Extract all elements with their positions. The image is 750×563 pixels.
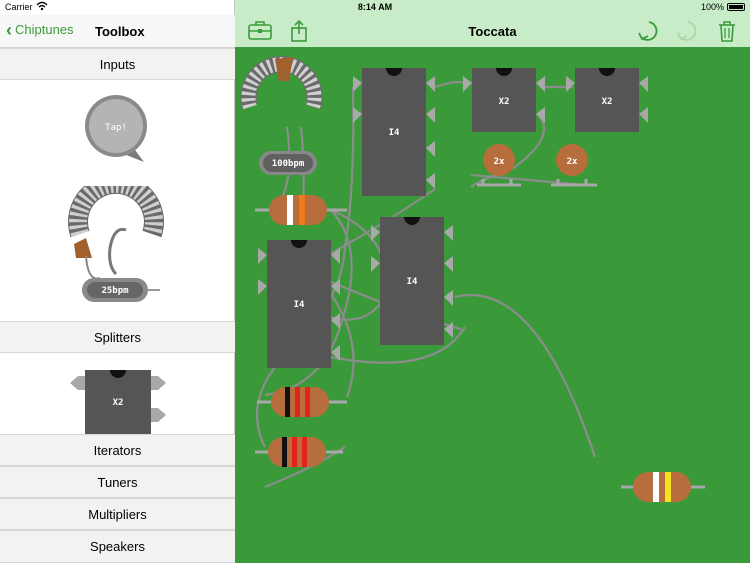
back-label: Chiptunes [15, 22, 74, 37]
chip-5-label: I4 [407, 277, 418, 287]
pot-1-label: 2x [494, 157, 505, 167]
splitter-item[interactable]: X2 [70, 370, 166, 439]
section-iterators[interactable]: Iterators [0, 434, 235, 466]
toolbox-panel: ‹ Chiptunes Toolbox Inputs Tap! 25bpm [0, 0, 235, 563]
chip-4-label: I4 [294, 300, 305, 310]
pot-2[interactable]: 2x [551, 144, 597, 187]
resistor-orange[interactable] [255, 195, 347, 225]
iterator-chip-1[interactable]: I4 [353, 68, 435, 196]
iterator-chip-3[interactable]: I4 [371, 217, 453, 345]
section-splitters[interactable]: Splitters [0, 321, 235, 353]
tempo-label: 25bpm [101, 286, 129, 296]
tempo-input-item[interactable]: 25bpm [66, 173, 166, 313]
resistor-yellow[interactable] [621, 472, 705, 502]
redo-icon[interactable] [676, 19, 702, 43]
editor-panel: Toccata [235, 0, 750, 563]
chevron-left-icon: ‹ [6, 19, 12, 40]
undo-icon[interactable] [637, 19, 663, 43]
pot-2-label: 2x [567, 157, 578, 167]
splitter-chip-2[interactable]: X2 [566, 68, 648, 132]
chip-2-label: X2 [499, 97, 510, 107]
tap-input-item[interactable]: Tap! [84, 94, 154, 169]
iterator-chip-2[interactable]: I4 [258, 240, 340, 368]
carrier-label: Carrier [5, 2, 33, 12]
battery-percent: 100% [700, 2, 724, 12]
status-bar: Carrier 8:14 AM 100% [0, 0, 750, 15]
tempo-coil-icon [68, 173, 164, 238]
tap-label: Tap! [105, 123, 127, 133]
circuit-board[interactable]: 100bpm [235, 47, 750, 563]
toolbox-icon[interactable] [247, 19, 273, 43]
tempo-knob[interactable]: 100bpm [240, 56, 323, 175]
document-title: Toccata [468, 24, 517, 39]
editor-navbar: Toccata [235, 0, 750, 47]
resistor-red-2[interactable] [255, 437, 343, 467]
back-button[interactable]: ‹ Chiptunes [6, 19, 74, 40]
section-multipliers[interactable]: Multipliers [0, 498, 235, 530]
splitter-chip-1[interactable]: X2 [463, 68, 545, 132]
share-icon[interactable] [287, 19, 313, 43]
trash-icon[interactable] [716, 19, 742, 43]
section-speakers[interactable]: Speakers [0, 530, 235, 563]
splitter-label: X2 [113, 398, 124, 408]
pot-1[interactable]: 2x [477, 144, 521, 187]
chip-3-label: X2 [602, 97, 613, 107]
wifi-icon [36, 1, 48, 13]
chip-1-label: I4 [389, 128, 400, 138]
section-inputs[interactable]: Inputs [0, 48, 235, 80]
battery-icon [727, 3, 745, 11]
section-tuners[interactable]: Tuners [0, 466, 235, 498]
toolbox-navbar: ‹ Chiptunes Toolbox [0, 15, 235, 48]
toolbox-title: Toolbox [95, 24, 145, 39]
clock: 8:14 AM [357, 2, 393, 12]
resistor-red-1[interactable] [257, 387, 347, 417]
board-tempo-label: 100bpm [272, 159, 305, 169]
